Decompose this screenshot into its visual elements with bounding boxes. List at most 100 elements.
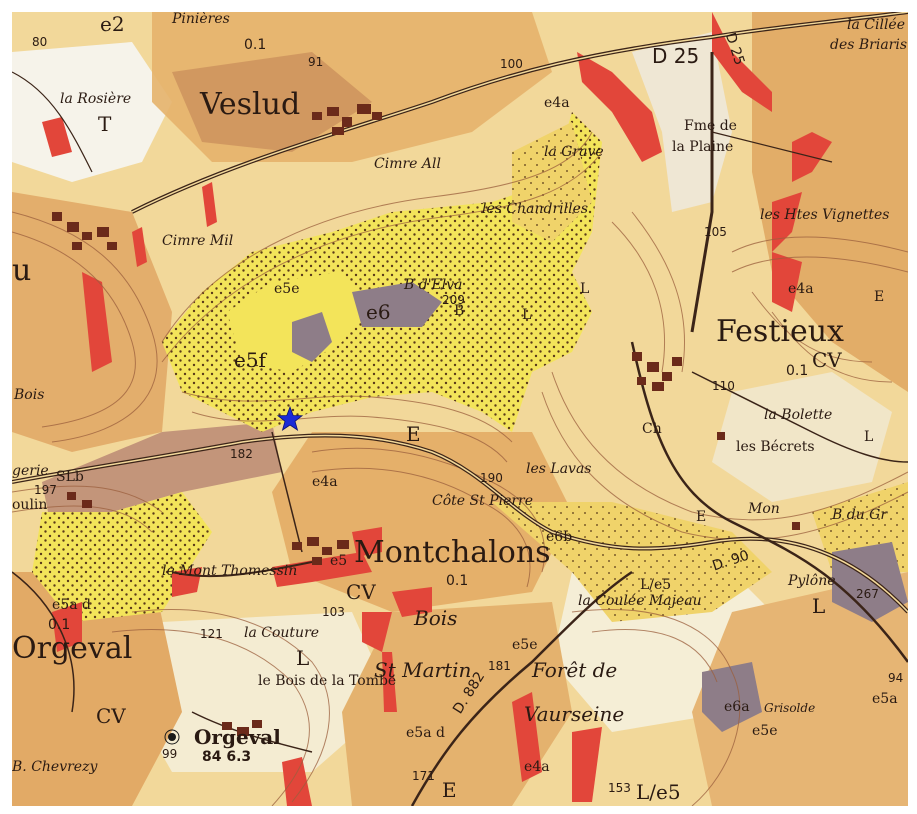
elevation-0-1-a: 0.1 bbox=[244, 37, 267, 53]
brown-area-veslud bbox=[172, 52, 372, 152]
place-label-st-martin: St Martin bbox=[374, 658, 472, 682]
tan-area-e bbox=[752, 12, 908, 392]
code-b2: B bbox=[454, 303, 465, 319]
place-label-foret-de: Forêt de bbox=[532, 658, 618, 682]
road-minor-7 bbox=[12, 71, 93, 173]
place-label-oulin: oulin bbox=[12, 497, 48, 513]
place-label-cim-all: Cimre All bbox=[374, 156, 441, 172]
place-label-bois-center: Bois bbox=[414, 606, 458, 630]
geologic-map-frame: Veslud Festieux Montchalons Orgeval Orge… bbox=[12, 12, 908, 806]
red-band-7 bbox=[202, 182, 217, 227]
elevation-94: 94 bbox=[888, 671, 904, 685]
town-label-orgeval: Orgeval bbox=[12, 631, 133, 666]
red-band-9 bbox=[272, 552, 372, 587]
red-band-11 bbox=[362, 612, 392, 652]
town-label-festieux: Festieux bbox=[716, 314, 844, 349]
place-label-pylone: Pylône bbox=[788, 573, 836, 589]
town-label-u: u bbox=[12, 253, 32, 288]
code-e5: e5 bbox=[330, 553, 348, 569]
red-band-16 bbox=[282, 757, 312, 806]
town-label-veslud: Veslud bbox=[200, 87, 301, 122]
star-icon[interactable] bbox=[277, 406, 303, 432]
code-e5ad-2: e5a d bbox=[406, 725, 445, 741]
elevation-182: 182 bbox=[230, 447, 253, 461]
elevation-105: 105 bbox=[704, 225, 727, 239]
place-label-mon: Mon bbox=[748, 501, 780, 517]
elevation-121: 121 bbox=[200, 627, 223, 641]
brown-area-sw bbox=[42, 422, 282, 532]
place-label-bois-left: Bois bbox=[14, 387, 45, 403]
elevation-197: 197 bbox=[34, 483, 57, 497]
place-label-les-lavas: les Lavas bbox=[526, 461, 592, 477]
place-label-pinieres: Pinières bbox=[172, 12, 230, 27]
code-e5e-3: e5e bbox=[752, 723, 778, 739]
code-e-bottom: E bbox=[442, 778, 457, 802]
elevation-110: 110 bbox=[712, 379, 735, 393]
place-label-cim-mil: Cimre Mil bbox=[162, 233, 234, 249]
road-minor-3 bbox=[191, 711, 313, 753]
place-label-la-coulee-majeau: la Coulée Majeau bbox=[578, 593, 702, 609]
code-l4: L bbox=[864, 429, 874, 445]
code-e5ad: e5a d bbox=[52, 597, 91, 613]
red-band-19 bbox=[42, 117, 72, 157]
place-label-la-rosiere: la Rosière bbox=[60, 91, 132, 107]
road-d882 bbox=[410, 570, 633, 806]
town-label-montchalons: Montchalons bbox=[354, 535, 551, 570]
red-band-1 bbox=[577, 52, 662, 162]
code-l1: L bbox=[522, 307, 532, 323]
place-label-les-becrets: les Bécrets bbox=[736, 439, 815, 455]
red-band-4 bbox=[772, 192, 802, 252]
road-minor-6 bbox=[711, 131, 833, 163]
railway bbox=[630, 341, 908, 663]
place-label-fme-de: Fme de bbox=[684, 118, 737, 134]
grey-patch-1 bbox=[292, 312, 332, 362]
place-label-le-bois: le Bois de la Tombe bbox=[258, 673, 397, 689]
place-label-cote-st-pierre: Côte St Pierre bbox=[432, 493, 534, 509]
code-e2: e2 bbox=[100, 12, 125, 36]
contour-lines bbox=[12, 131, 908, 806]
elevation-267: 267 bbox=[856, 587, 879, 601]
plateau-dotted-south bbox=[32, 492, 212, 622]
place-label-des-briaris: des Briaris bbox=[830, 37, 908, 53]
place-label-b-du-gr: B du Gr bbox=[832, 507, 888, 523]
elevation-99: 99 bbox=[162, 747, 178, 761]
road-minor-4 bbox=[12, 571, 75, 713]
code-le5-b: L/e5 bbox=[636, 780, 681, 804]
red-band-12 bbox=[392, 587, 432, 617]
code-t: T bbox=[98, 112, 112, 136]
elevation-0-1-d: 0.1 bbox=[48, 617, 71, 633]
place-label-la-grave: la Grave bbox=[544, 144, 604, 160]
place-label-vaurseine: Vaurseine bbox=[524, 702, 625, 726]
code-e6: e6 bbox=[366, 300, 391, 324]
red-band-17 bbox=[512, 692, 542, 782]
red-band-10 bbox=[352, 527, 382, 557]
code-e-right: E bbox=[874, 289, 885, 305]
place-label-la-cillee: la Cillée bbox=[847, 17, 905, 33]
elevation-0-1-c: 0.1 bbox=[446, 573, 469, 589]
survey-point bbox=[168, 733, 176, 741]
red-band-18 bbox=[572, 727, 602, 802]
code-l3: L bbox=[812, 594, 826, 618]
plateau-dotted-ne bbox=[512, 122, 592, 242]
elevation-80: 80 bbox=[32, 35, 48, 49]
road-label-d25a: D 25 bbox=[652, 44, 700, 68]
elevation-100: 100 bbox=[500, 57, 523, 71]
code-e4a-3: e4a bbox=[788, 281, 814, 297]
place-label-la-bolette: la Bolette bbox=[764, 407, 833, 423]
code-e5e-2: e5e bbox=[512, 637, 538, 653]
code-e6b: e6b bbox=[546, 529, 573, 545]
place-label-la-couture: la Couture bbox=[244, 625, 320, 641]
code-le5: L/e5 bbox=[640, 577, 672, 593]
place-label-les-chandrilles: les Chandrilles bbox=[482, 201, 589, 217]
code-e1: E bbox=[406, 422, 421, 446]
red-band-13 bbox=[382, 652, 397, 712]
code-e5e: e5e bbox=[274, 281, 300, 297]
elevation-190: 190 bbox=[480, 471, 503, 485]
road-minor-2 bbox=[271, 431, 303, 553]
place-label-grisolde: Grisolde bbox=[764, 701, 816, 715]
place-label-gerie: gerie bbox=[12, 463, 49, 479]
tan-area-sse bbox=[692, 572, 908, 806]
place-label-les-hte-vignettes: les Htes Vignettes bbox=[760, 207, 890, 223]
elevation-171: 171 bbox=[412, 769, 435, 783]
pale-area-valley-ne bbox=[632, 32, 732, 212]
